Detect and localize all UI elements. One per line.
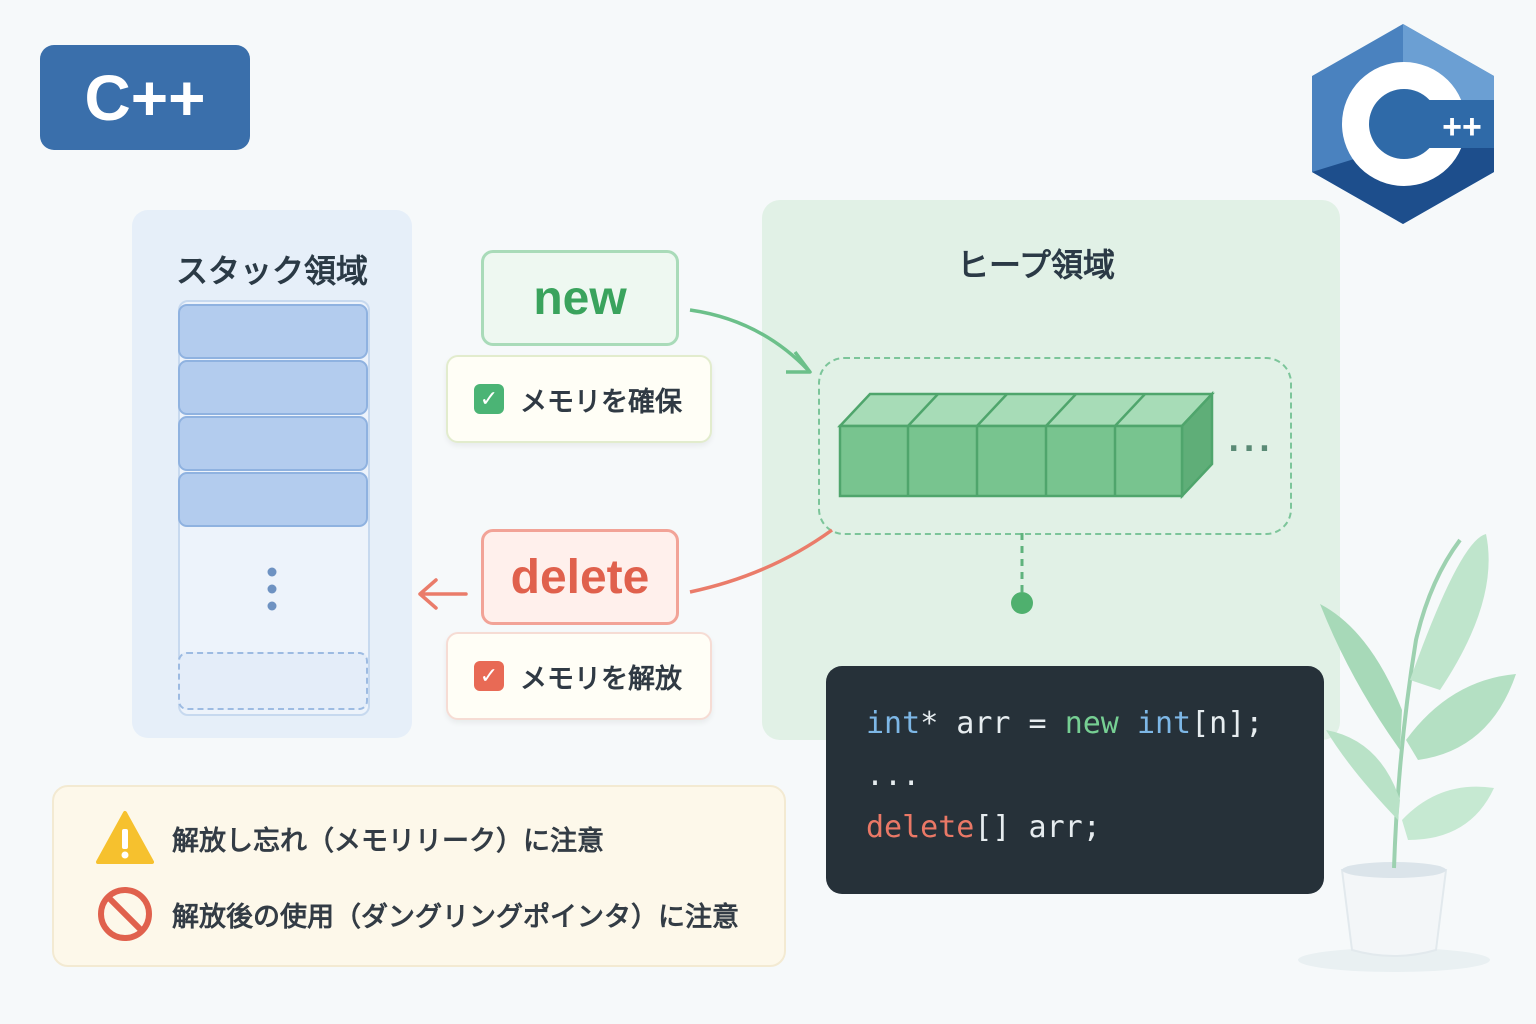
heap-allocation-frame bbox=[818, 357, 1292, 535]
warning-row-leak: 解放し忘れ（メモリリーク）に注意 bbox=[96, 809, 604, 867]
stack-slot bbox=[178, 304, 368, 359]
allocate-note: ✓ メモリを確保 bbox=[446, 355, 712, 443]
stack-title: スタック領域 bbox=[175, 252, 368, 290]
warning-row-dangling: 解放後の使用（ダングリングポインタ）に注意 bbox=[96, 885, 739, 943]
code-keyword-new: new bbox=[1064, 706, 1119, 741]
warning-box: 解放し忘れ（メモリリーク）に注意 解放後の使用（ダングリングポインタ）に注意 bbox=[52, 785, 786, 967]
delete-arrow bbox=[689, 528, 834, 594]
plant-decoration-icon bbox=[1298, 534, 1516, 972]
stack-slot bbox=[178, 360, 368, 415]
warning-dangling-text: 解放後の使用（ダングリングポインタ）に注意 bbox=[172, 901, 739, 933]
code-block: int* arr = new int[n]; ... delete[] arr; bbox=[826, 666, 1324, 894]
cpp-badge: C++ bbox=[40, 45, 250, 150]
code-type-int: int bbox=[866, 706, 921, 741]
delete-arrowhead-icon bbox=[418, 578, 468, 610]
cpp-logo-icon: ++ bbox=[1312, 24, 1494, 224]
free-note: ✓ メモリを解放 bbox=[446, 632, 712, 720]
heap-cell bbox=[1044, 393, 1077, 496]
heap-ellipsis: ... bbox=[1228, 424, 1275, 459]
vertical-ellipsis-icon bbox=[267, 567, 277, 611]
allocate-note-label: メモリを確保 bbox=[520, 386, 682, 418]
code-text: * arr = bbox=[920, 706, 1065, 741]
stack-free-slot bbox=[178, 652, 368, 710]
warning-leak-text: 解放し忘れ（メモリリーク）に注意 bbox=[172, 825, 604, 857]
warning-triangle-icon bbox=[96, 811, 154, 864]
stack-slot bbox=[178, 416, 368, 471]
code-type-int: int bbox=[1136, 706, 1192, 741]
heap-cell bbox=[906, 393, 939, 496]
red-check-icon: ✓ bbox=[474, 661, 504, 691]
code-text: [] arr; bbox=[974, 810, 1101, 845]
green-check-icon: ✓ bbox=[474, 384, 504, 414]
heap-cell bbox=[975, 393, 1008, 496]
delete-keyword-box: delete bbox=[481, 529, 679, 625]
pointer-dot-icon bbox=[1011, 592, 1033, 614]
code-line-1: int* arr = new int[n]; bbox=[866, 706, 1263, 741]
new-arrow bbox=[689, 308, 810, 372]
new-arrowhead-icon bbox=[786, 350, 812, 374]
stack-slot bbox=[178, 472, 368, 527]
prohibited-icon bbox=[98, 887, 152, 941]
heap-cell bbox=[1113, 393, 1146, 496]
code-space bbox=[1119, 706, 1137, 741]
code-line-2: ... bbox=[866, 758, 921, 793]
free-note-label: メモリを解放 bbox=[520, 663, 682, 695]
logo-plus-text: ++ bbox=[1442, 108, 1482, 146]
heap-array bbox=[837, 390, 1215, 500]
code-keyword-delete: delete bbox=[866, 810, 975, 845]
code-line-3: delete[] arr; bbox=[866, 810, 1101, 845]
code-text: [n]; bbox=[1191, 706, 1264, 741]
new-keyword-box: new bbox=[481, 250, 679, 346]
heap-title: ヒープ領域 bbox=[956, 246, 1116, 284]
